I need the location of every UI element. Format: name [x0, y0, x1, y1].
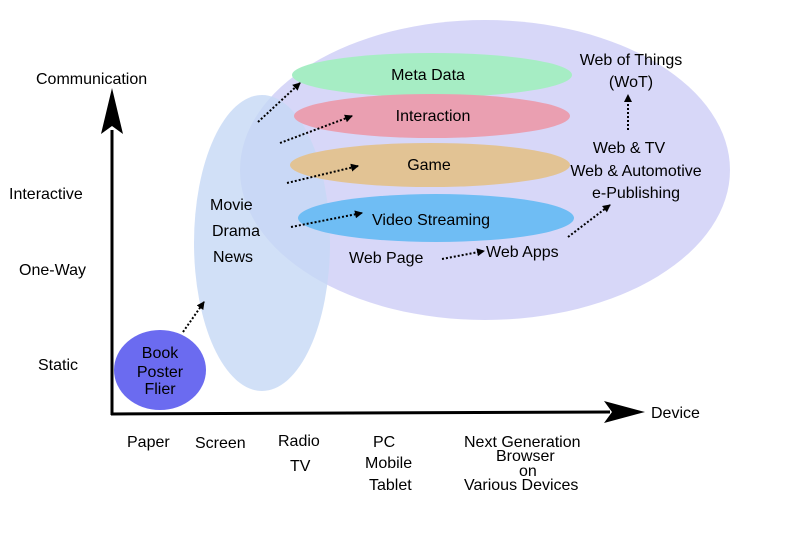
video-streaming-layer: [298, 194, 574, 242]
e-publishing-label: e-Publishing: [592, 185, 680, 202]
arrowhead-icon: [101, 88, 123, 134]
y-level-interactive: Interactive: [9, 186, 83, 203]
game-label: Game: [407, 157, 451, 174]
x-category-mobile: Mobile: [365, 455, 412, 472]
game-layer: [290, 143, 570, 187]
to-interaction-arrow: [279, 114, 353, 144]
web-apps-label: Web Apps: [486, 244, 559, 261]
web-of-things-label: Web of Things: [580, 52, 683, 69]
screen-media-news: News: [213, 249, 253, 266]
wot-abbrev-label: (WoT): [609, 74, 653, 91]
meta-data-layer: [292, 53, 572, 97]
x-category-tv: TV: [290, 458, 311, 475]
screen-media-movie: Movie: [210, 197, 253, 214]
paper-media-flier: Flier: [144, 381, 176, 398]
arrowhead-icon: [604, 401, 645, 423]
web-and-tv-label: Web & TV: [593, 140, 666, 157]
x-category-tablet: Tablet: [369, 477, 412, 494]
y-level-static: Static: [38, 357, 78, 374]
x-category-screen: Screen: [195, 435, 246, 452]
x-axis: [110, 410, 611, 416]
x-category-paper: Paper: [127, 434, 170, 451]
x-category-pc: PC: [373, 434, 395, 451]
x-category-various-devices: Various Devices: [464, 477, 578, 494]
x-category-radio: Radio: [278, 433, 320, 450]
interaction-label: Interaction: [396, 108, 471, 125]
x-category-next-generation: Next Generation: [464, 434, 581, 451]
paper-media-book: Book: [142, 345, 179, 362]
to-video-streaming-arrow: [290, 210, 363, 228]
to-meta-data-arrow: [257, 82, 301, 123]
meta-data-label: Meta Data: [391, 67, 465, 84]
video-streaming-label: Video Streaming: [372, 212, 490, 229]
x-axis-title: Device: [651, 405, 700, 422]
to-game-arrow: [286, 163, 359, 184]
x-category-on: on: [519, 463, 537, 480]
screen-region: [194, 95, 330, 391]
web-page-label: Web Page: [349, 250, 424, 267]
paper-region: [114, 330, 206, 410]
x-category-browser: Browser: [496, 448, 555, 465]
y-axis-title: Communication: [36, 71, 147, 88]
web-apps-to-converged-arrow: [567, 204, 611, 238]
y-level-one-way: One-Way: [19, 262, 86, 279]
web-page-to-web-apps-arrow: [441, 248, 485, 260]
interaction-layer: [294, 94, 570, 138]
paper-media-poster: Poster: [137, 364, 184, 381]
screen-media-drama: Drama: [212, 223, 260, 240]
web-and-automotive-label: Web & Automotive: [570, 163, 701, 180]
